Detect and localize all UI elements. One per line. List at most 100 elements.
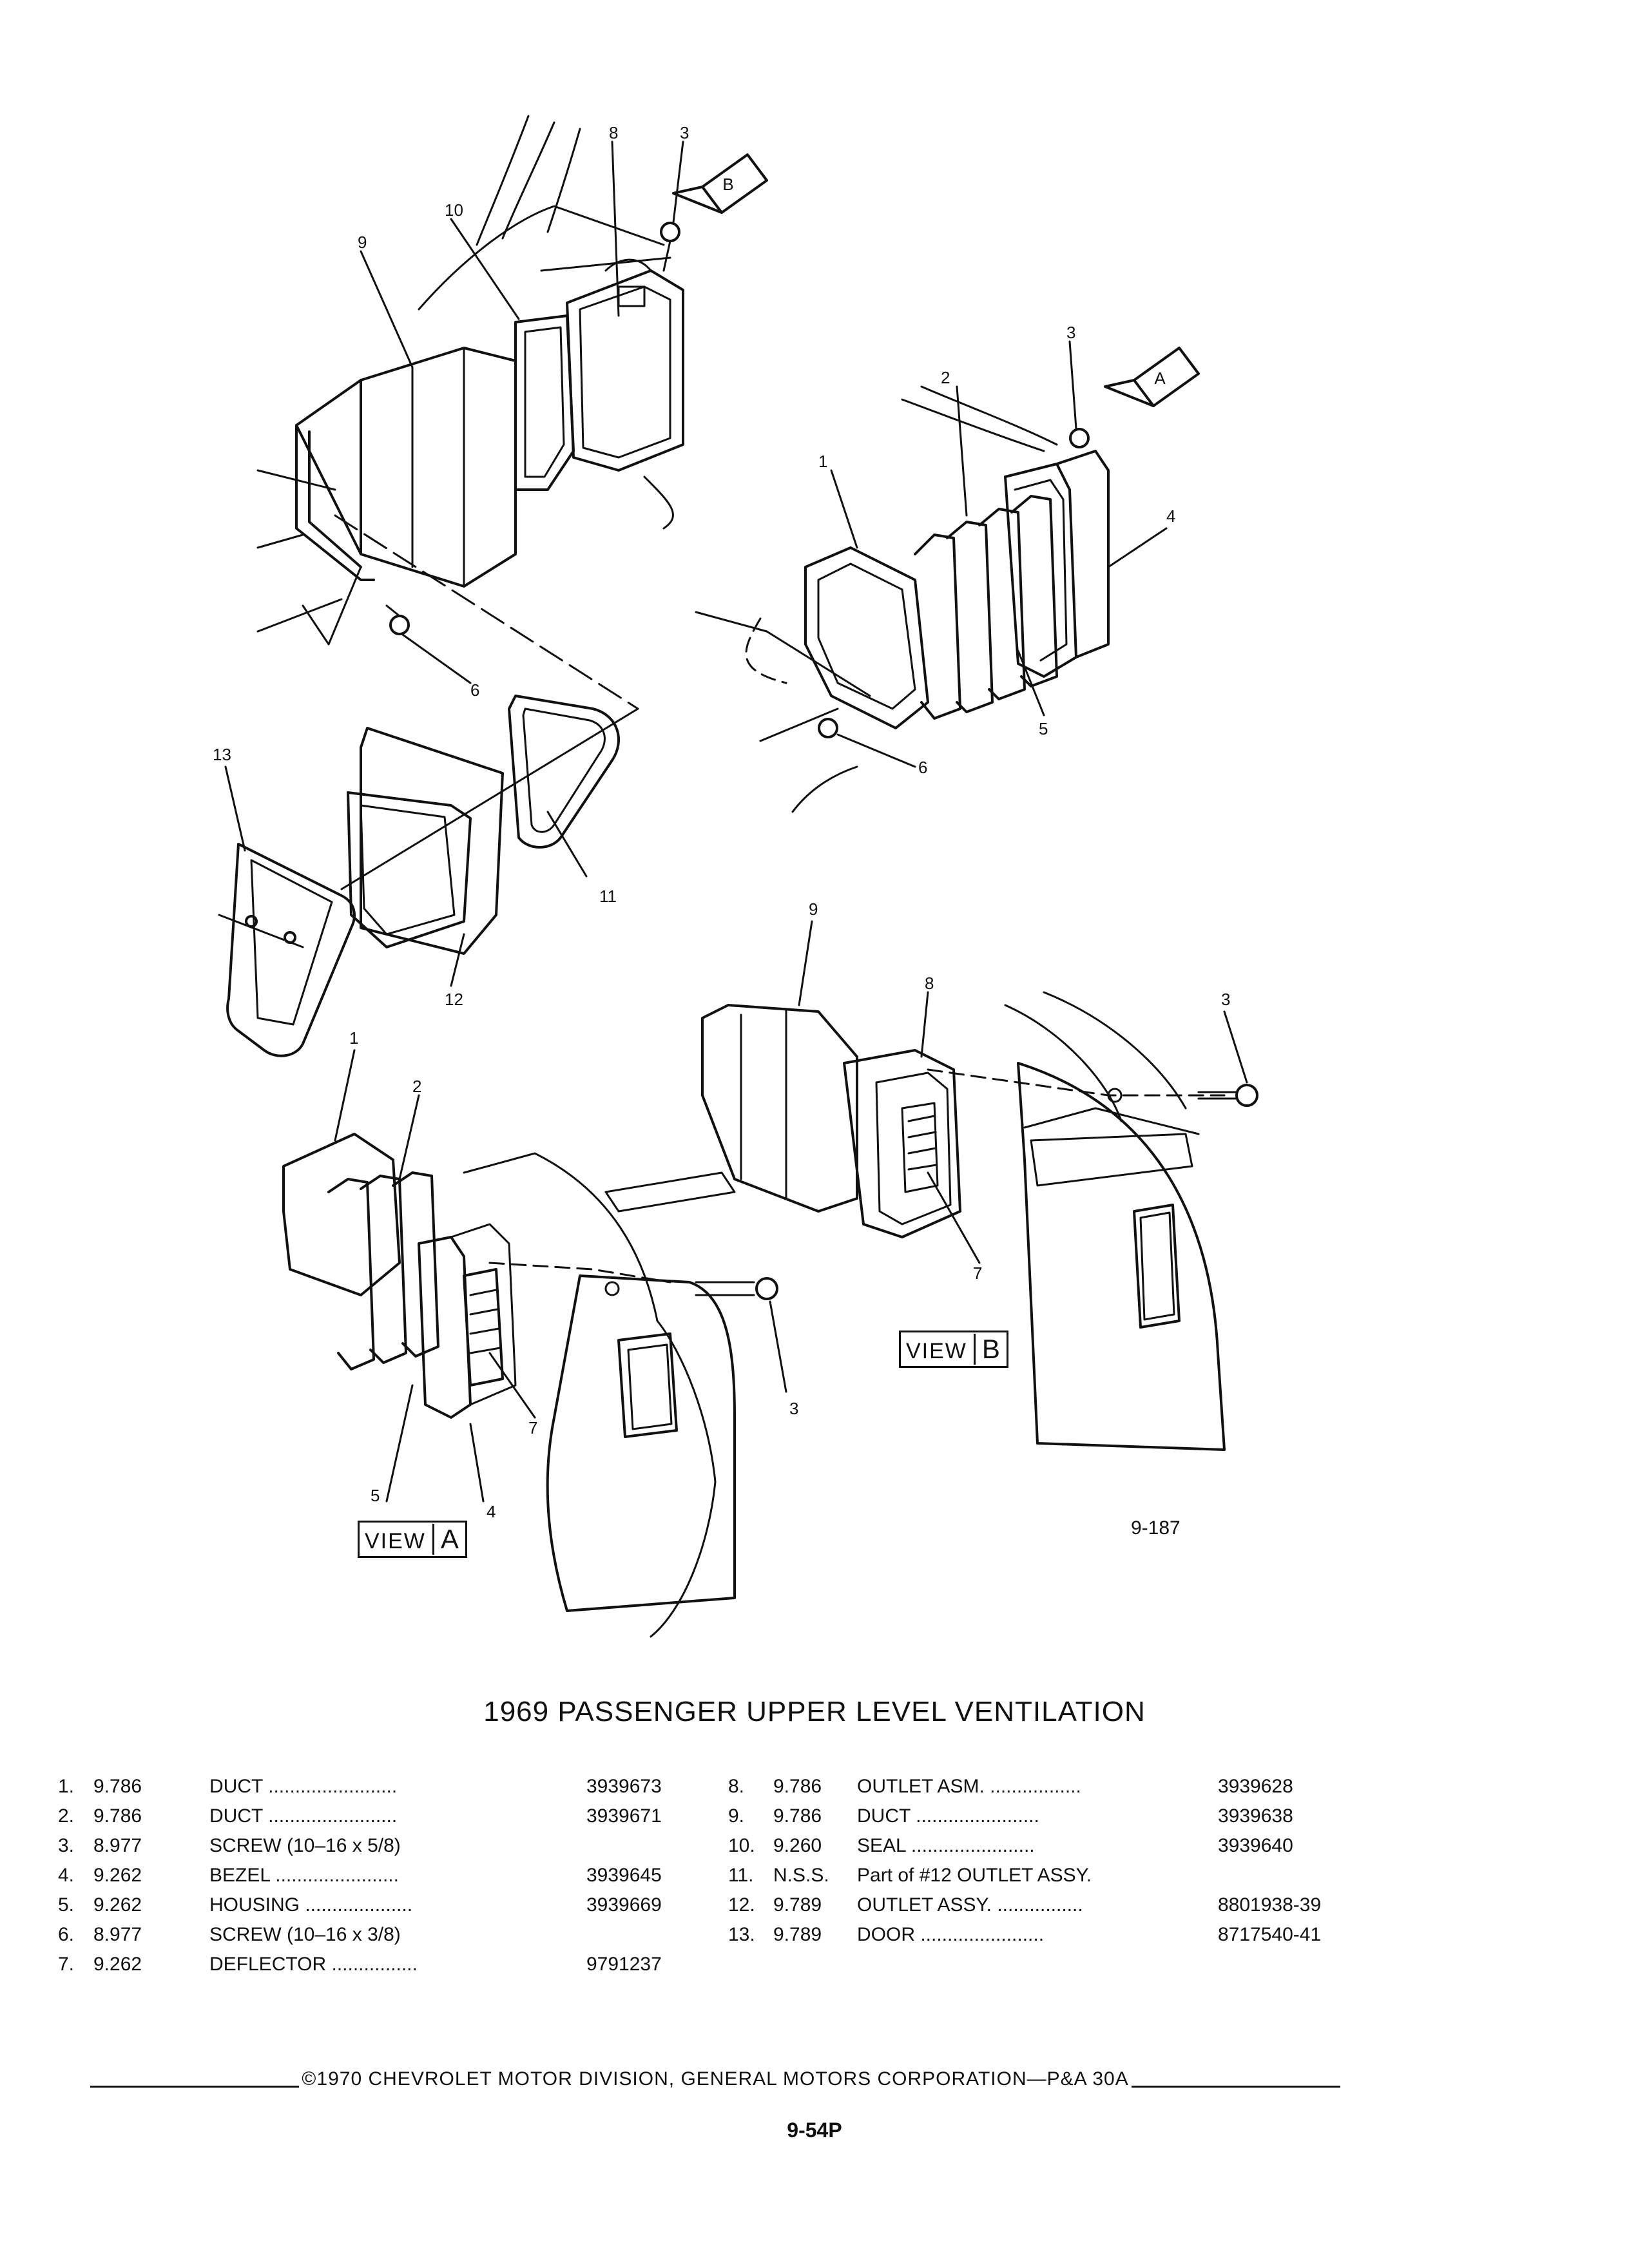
bellows-duct-bottom: [327, 1171, 439, 1370]
part-number-index: 6.: [58, 1924, 75, 1945]
top-left-assembly: [256, 115, 684, 710]
copyright-text: ©1970 CHEVROLET MOTOR DIVISION, GENERAL …: [302, 2068, 1129, 2090]
part-number-index: 5.: [58, 1894, 75, 1916]
callout-9: 9: [809, 899, 818, 919]
bellows-duct-top: [914, 495, 1058, 720]
rule-right: [1131, 2085, 1340, 2088]
callout-2: 2: [412, 1077, 421, 1096]
view-a-assembly: [282, 1133, 778, 1638]
group-number: 8.977: [93, 1924, 142, 1945]
middle-left-assembly: [218, 695, 639, 1057]
callout-2: 2: [941, 368, 950, 387]
direction-arrow-b: B: [672, 153, 768, 214]
part-number: 3939645: [586, 1865, 662, 1886]
part-number: 8801938-39: [1218, 1894, 1322, 1916]
part-description: SCREW (10–16 x 3/8): [209, 1924, 401, 1945]
part-number: 3939669: [586, 1894, 662, 1916]
svg-text:B: B: [722, 175, 733, 194]
callout-4: 4: [487, 1502, 496, 1521]
callout-13: 13: [213, 745, 231, 764]
part-number: 8717540-41: [1218, 1924, 1322, 1945]
figure-number: 9-187: [1131, 1517, 1181, 1539]
group-number: 9.786: [773, 1776, 822, 1797]
part-description: SCREW (10–16 x 5/8): [209, 1835, 401, 1856]
callout-6: 6: [470, 680, 479, 700]
part-number-index: 8.: [728, 1776, 745, 1797]
callout-3: 3: [1066, 323, 1075, 342]
direction-arrow-a: A: [1104, 347, 1200, 407]
part-description: DOOR .......................: [857, 1924, 1045, 1945]
part-number-index: 9.: [728, 1805, 745, 1827]
group-number: 9.789: [773, 1924, 822, 1945]
part-description: DEFLECTOR ................: [209, 1954, 418, 1975]
callout-3: 3: [680, 123, 689, 142]
callout-12: 12: [445, 990, 463, 1009]
page-title: 1969 PASSENGER UPPER LEVEL VENTILATION: [483, 1696, 1146, 1727]
part-number: 3939628: [1218, 1776, 1293, 1797]
group-number: N.S.S.: [773, 1865, 829, 1886]
callout-5: 5: [1039, 719, 1048, 738]
parts-row: 11.N.S.S.Part of #12 OUTLET ASSY.: [728, 1861, 1347, 1890]
page-number: 9-54P: [787, 2119, 842, 2142]
part-description: Part of #12 OUTLET ASSY.: [857, 1865, 1092, 1886]
part-description: OUTLET ASSY. ................: [857, 1894, 1083, 1916]
part-number-index: 10.: [728, 1835, 755, 1856]
callout-1: 1: [349, 1028, 358, 1048]
part-number-index: 7.: [58, 1954, 75, 1975]
part-number: 3939640: [1218, 1835, 1293, 1856]
part-number-index: 1.: [58, 1776, 75, 1797]
group-number: 9.786: [93, 1776, 142, 1797]
parts-row: 10. 9.260 SEAL ....................... 3939…: [728, 1831, 1347, 1861]
group-number: 9.786: [773, 1805, 822, 1827]
callout-1: 1: [818, 452, 827, 471]
part-description: SEAL .......................: [857, 1835, 1035, 1856]
part-description: OUTLET ASM. .................: [857, 1776, 1081, 1797]
callout-9: 9: [358, 233, 367, 252]
callout-7: 7: [528, 1418, 537, 1437]
parts-row: 7. 9.262 DEFLECTOR ................ 9791237: [58, 1950, 702, 1979]
parts-list-left: 1. 9.786 DUCT ........................ 3939…: [58, 1772, 702, 1979]
part-description: HOUSING ....................: [209, 1894, 413, 1916]
exploded-view-drawing: B A 9 10 8 3 6 3 2 1 4 5 6 13 11 12 9 8 …: [213, 115, 1258, 1638]
callout-11: 11: [599, 887, 617, 906]
copyright-line: ©1970 CHEVROLET MOTOR DIVISION, GENERAL …: [90, 2068, 1340, 2090]
part-number-index: 4.: [58, 1865, 75, 1886]
part-number: 3939673: [586, 1776, 662, 1797]
parts-list-right: 8. 9.786 OUTLET ASM. ................. 3939…: [728, 1772, 1347, 1950]
parts-row: 13. 9.789 DOOR ....................... 8717…: [728, 1920, 1347, 1950]
callout-labels: 9 10 8 3 6 3 2 1 4 5 6 13 11 12 9 8 3 7 …: [213, 123, 1230, 1521]
callout-8: 8: [609, 123, 618, 142]
part-number: 3939638: [1218, 1805, 1293, 1827]
part-number-index: 12.: [728, 1894, 755, 1916]
group-number: 9.260: [773, 1835, 822, 1856]
leader-lines: [224, 140, 1248, 1503]
part-number: 9791237: [586, 1954, 662, 1975]
top-right-assembly: [695, 385, 1110, 813]
rule-left: [90, 2085, 300, 2088]
view-b-assembly: [701, 991, 1258, 1451]
group-number: 9.786: [93, 1805, 142, 1827]
callout-6: 6: [918, 758, 927, 777]
part-description: DUCT .......................: [857, 1805, 1039, 1827]
part-number-index: 13.: [728, 1924, 755, 1945]
callout-8: 8: [925, 974, 934, 993]
callout-3: 3: [1221, 990, 1230, 1009]
group-number: 9.262: [93, 1865, 142, 1886]
parts-row: 9. 9.786 DUCT ....................... 39396…: [728, 1802, 1347, 1831]
group-number: 9.262: [93, 1954, 142, 1975]
svg-text:A: A: [1154, 369, 1166, 388]
parts-row: 1. 9.786 DUCT ........................ 3939…: [58, 1772, 702, 1802]
group-number: 9.789: [773, 1894, 822, 1916]
part-number: 3939671: [586, 1805, 662, 1827]
group-number: 9.262: [93, 1894, 142, 1916]
callout-10: 10: [445, 200, 463, 220]
parts-row: 6. 8.977 SCREW (10–16 x 3/8): [58, 1920, 702, 1950]
part-number-index: 3.: [58, 1835, 75, 1856]
callout-7: 7: [973, 1264, 982, 1283]
parts-row: 5. 9.262 HOUSING .................... 39396…: [58, 1890, 702, 1920]
part-description: DUCT ........................: [209, 1776, 398, 1797]
